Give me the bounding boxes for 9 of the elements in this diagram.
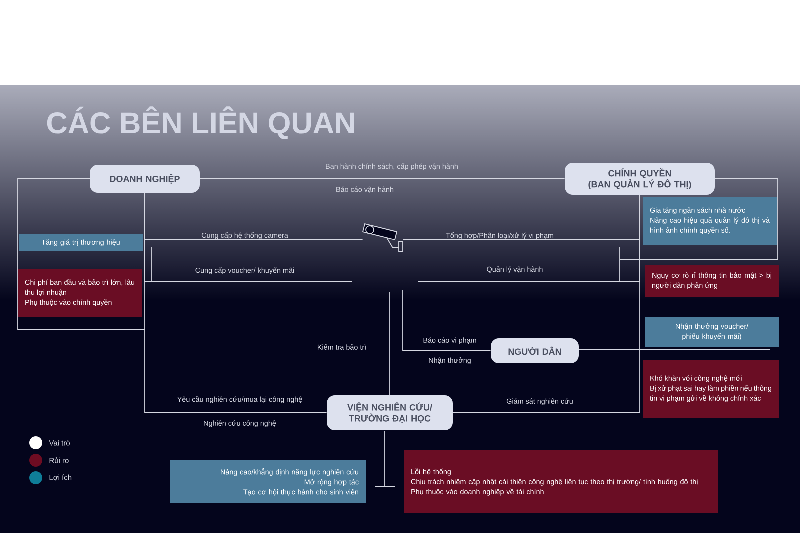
title: CÁC BÊN LIÊN QUAN bbox=[47, 106, 354, 140]
connector-line bbox=[452, 194, 640, 414]
stakeholder-box: VIỆN NGHIÊN CỨU/ TRƯỜNG ĐẠI HỌC bbox=[327, 396, 453, 430]
stakeholder-box: DOANH NGHIỆP bbox=[90, 165, 200, 193]
connector-line bbox=[200, 178, 566, 180]
stakeholder-box: NGƯỜI DÂN bbox=[491, 338, 579, 364]
stakeholder-box: CHÍNH QUYỀN (BAN QUẢN LÝ ĐÔ THỊ) bbox=[565, 163, 715, 195]
connector-line bbox=[144, 192, 328, 414]
connector-line bbox=[402, 290, 492, 352]
